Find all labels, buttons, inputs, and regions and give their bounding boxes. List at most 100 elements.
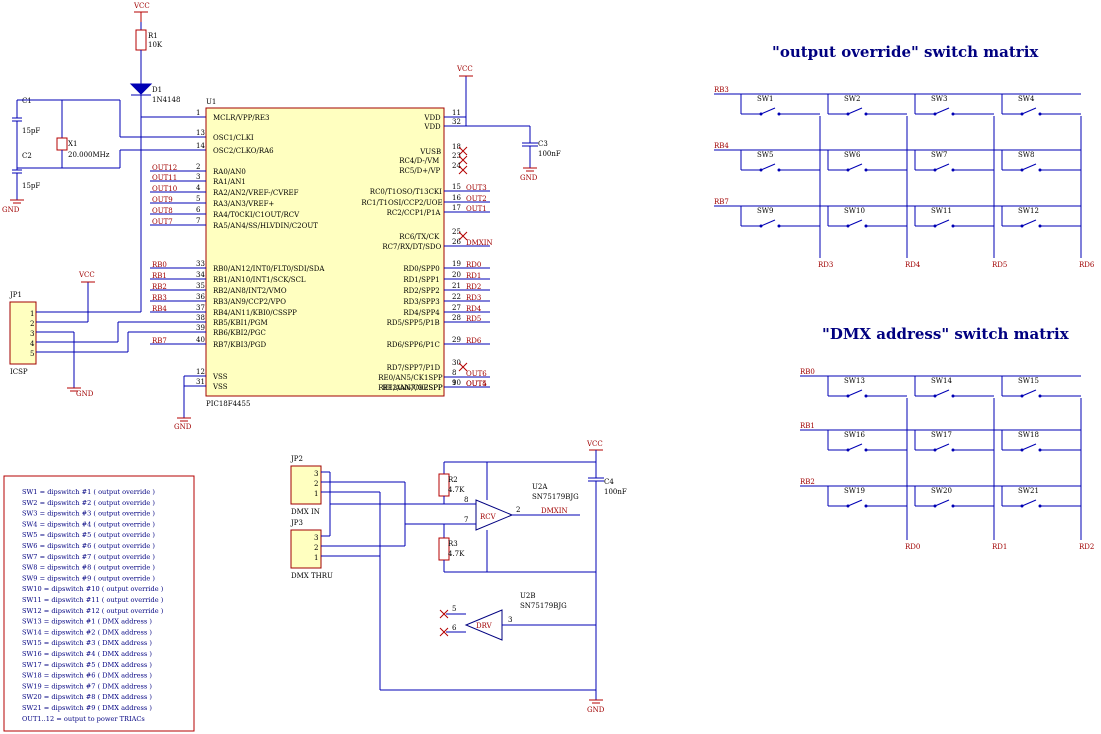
net-label: OUT8 bbox=[152, 207, 173, 215]
pin-number: 30 bbox=[452, 359, 461, 367]
gnd-symbol-icsp: GND bbox=[67, 387, 94, 398]
pin-function: VSS bbox=[212, 383, 228, 391]
dip-switch: SW7 bbox=[914, 150, 994, 172]
switch-label: SW10 bbox=[844, 207, 865, 215]
pin-number: 4 bbox=[196, 184, 201, 192]
matrix-column-label: RD4 bbox=[905, 261, 921, 269]
switch-label: SW9 bbox=[757, 207, 773, 215]
pin-number: 12 bbox=[196, 368, 205, 376]
switch-label: SW20 bbox=[931, 487, 952, 495]
dip-switch: SW10 bbox=[827, 206, 907, 228]
dmx-matrix-title: "DMX address" switch matrix bbox=[822, 325, 1070, 343]
dip-switch: SW1 bbox=[740, 94, 820, 116]
svg-text:GND: GND bbox=[76, 390, 94, 398]
svg-text:3: 3 bbox=[314, 534, 318, 542]
svg-text:GND: GND bbox=[587, 706, 605, 714]
pin-number: 27 bbox=[452, 304, 461, 312]
u1-part: PIC18F4455 bbox=[206, 400, 250, 408]
pin-function: VSS bbox=[212, 373, 228, 381]
dip-switch: SW15 bbox=[1001, 376, 1081, 398]
legend-item: SW14 = dipswitch #2 ( DMX address ) bbox=[22, 628, 152, 636]
pin-function: RB2/AN8/INT2/VMO bbox=[213, 287, 287, 295]
svg-text:D1: D1 bbox=[152, 86, 162, 94]
legend-item: SW18 = dipswitch #6 ( DMX address ) bbox=[22, 672, 152, 680]
legend-item: SW1 = dipswitch #1 ( output override ) bbox=[22, 488, 155, 496]
svg-text:15pF: 15pF bbox=[22, 182, 40, 190]
pin-number: 26 bbox=[452, 238, 461, 246]
legend-item: SW12 = dipswitch #12 ( output override ) bbox=[22, 607, 164, 615]
switch-label: SW14 bbox=[931, 377, 952, 385]
svg-text:VCC: VCC bbox=[133, 2, 150, 10]
pin-function: VDD bbox=[423, 123, 441, 131]
switch-label: SW2 bbox=[844, 95, 860, 103]
svg-text:10K: 10K bbox=[148, 41, 163, 49]
c1-capacitor: C1 15pF bbox=[12, 97, 40, 135]
gnd-symbol-c3: GND bbox=[520, 167, 538, 182]
pin-function: RC2/CCP1/P1A bbox=[387, 209, 442, 217]
legend-item: SW13 = dipswitch #1 ( DMX address ) bbox=[22, 618, 152, 626]
pin-number: 11 bbox=[452, 109, 461, 117]
matrix-row-label: RB4 bbox=[714, 142, 729, 150]
pin-number: 8 bbox=[452, 369, 456, 377]
dip-switch: SW6 bbox=[827, 150, 907, 172]
svg-text:1: 1 bbox=[30, 310, 34, 318]
pin-number: 22 bbox=[452, 293, 461, 301]
dip-switch: SW5 bbox=[740, 150, 820, 172]
svg-text:U2A: U2A bbox=[532, 483, 548, 491]
svg-text:VCC: VCC bbox=[456, 65, 473, 73]
pin-number: 20 bbox=[452, 271, 461, 279]
svg-text:R1: R1 bbox=[148, 32, 158, 40]
pin-function: RD7/SPP7/P1D bbox=[387, 364, 441, 372]
legend-item: SW8 = dipswitch #8 ( output override ) bbox=[22, 564, 155, 572]
net-label: RD6 bbox=[466, 337, 482, 345]
svg-text:3: 3 bbox=[508, 616, 512, 624]
svg-text:C1: C1 bbox=[22, 97, 32, 105]
dip-switch: SW13 bbox=[827, 376, 907, 398]
legend-item: SW7 = dipswitch #7 ( output override ) bbox=[22, 553, 155, 561]
pin-function: RA2/AN2/VREF-/CVREF bbox=[213, 189, 299, 197]
svg-text:20.000MHz: 20.000MHz bbox=[68, 151, 110, 159]
matrix-row-label: RB1 bbox=[800, 422, 815, 430]
no-connect-marks-u2b bbox=[439, 609, 449, 637]
dip-switch: SW16 bbox=[827, 430, 907, 452]
net-label: RB7 bbox=[152, 337, 167, 345]
legend-item: SW19 = dipswitch #7 ( DMX address ) bbox=[22, 682, 152, 690]
net-label: RB2 bbox=[152, 283, 167, 291]
svg-text:2: 2 bbox=[30, 320, 34, 328]
matrix-column-label: RD0 bbox=[905, 543, 920, 551]
matrix-column-label: RD6 bbox=[1079, 261, 1095, 269]
svg-text:VCC: VCC bbox=[78, 271, 95, 279]
matrix-column-label: RD3 bbox=[818, 261, 833, 269]
svg-text:1N4148: 1N4148 bbox=[152, 96, 180, 104]
pin-function: RB4/AN11/KBI0/CSSPP bbox=[213, 309, 297, 317]
net-label: OUT7 bbox=[152, 218, 173, 226]
jp3-name: JP3 bbox=[290, 519, 303, 527]
matrix-row-label: RB2 bbox=[800, 478, 815, 486]
pin-function: RE2/AN7/OESPP bbox=[382, 384, 443, 392]
pin-function: RC0/T1OSO/T13CKI bbox=[370, 188, 442, 196]
net-label: RD1 bbox=[466, 272, 481, 280]
legend-item: SW6 = dipswitch #6 ( output override ) bbox=[22, 542, 155, 550]
dip-switch: SW19 bbox=[827, 486, 907, 508]
svg-text:2: 2 bbox=[314, 544, 318, 552]
u2a-receiver: RCV 8 7 2 DMXIN U2A SN75179BJG bbox=[464, 483, 580, 531]
svg-text:GND: GND bbox=[2, 206, 20, 214]
matrix-column-label: RD1 bbox=[992, 543, 1007, 551]
pin-number: 14 bbox=[196, 142, 205, 150]
pin-function: RD2/SPP2 bbox=[403, 287, 439, 295]
